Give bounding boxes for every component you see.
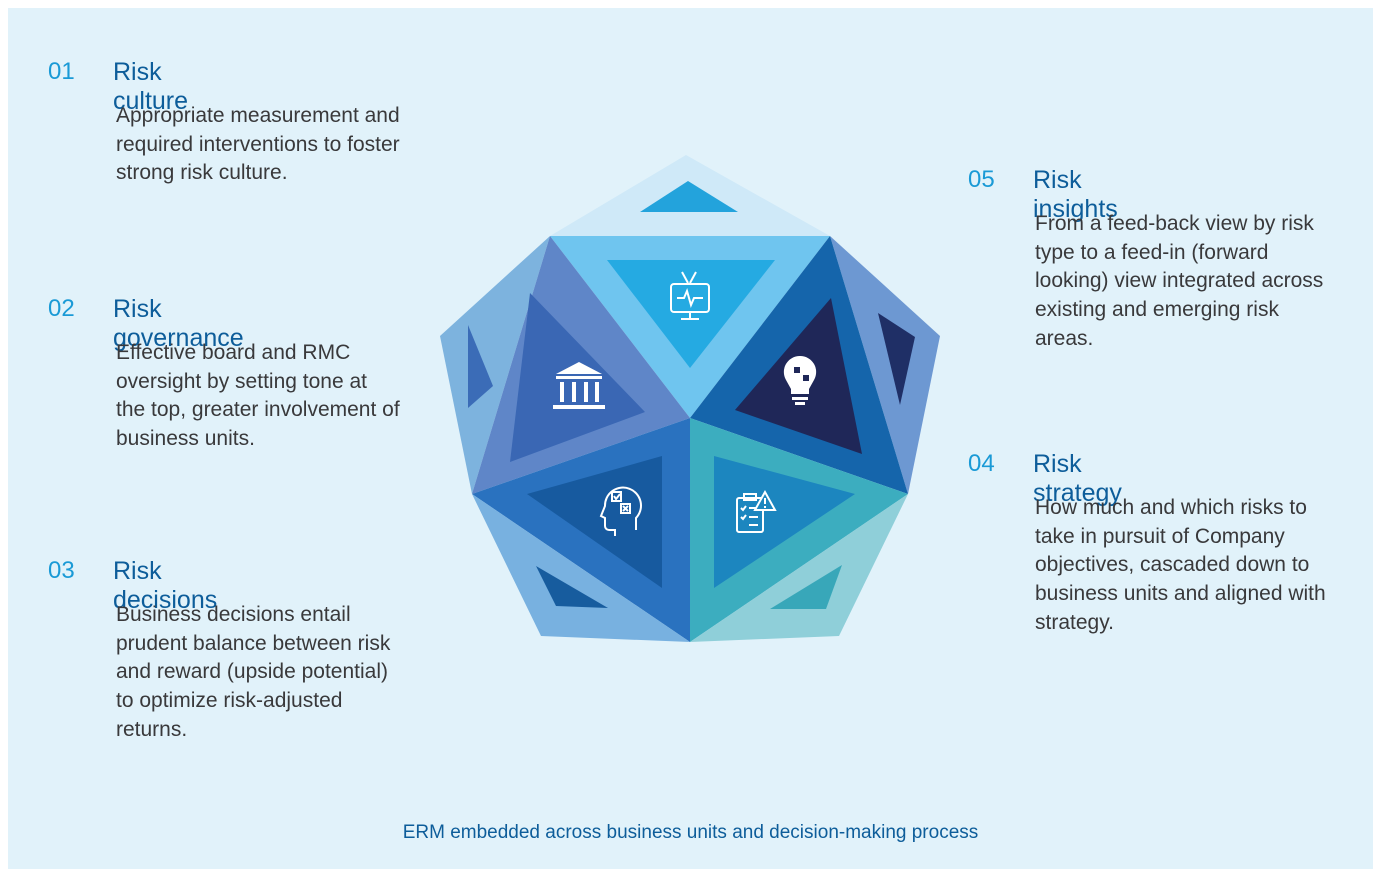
bottom-right-outer-face (690, 494, 908, 642)
bottom-right-inner-triangle (714, 456, 855, 588)
left-outer-face (440, 236, 550, 494)
item-title: Risk insights (1033, 166, 1118, 223)
footer-caption: ERM embedded across business units and d… (402, 822, 979, 843)
item-description: Effective board and RMC oversight by set… (116, 341, 400, 451)
monitor-pulse-icon (670, 271, 710, 320)
lightbulb-puzzle-icon (783, 355, 817, 405)
item-number: 05 (968, 166, 995, 193)
right-outer-triangle (878, 313, 915, 405)
head-checkbox-icon (599, 486, 642, 536)
item-title: Risk decisions (113, 557, 218, 614)
item-number: 01 (48, 58, 75, 85)
item-description: From a feed-back view by risk type to a … (1035, 212, 1324, 350)
clipboard-warning-icon (736, 489, 777, 533)
left-outer-triangle (468, 325, 493, 408)
item-number: 03 (48, 557, 75, 584)
bottom-left-outer-face (472, 494, 690, 642)
item-description: Business decisions entail prudent balanc… (116, 603, 391, 741)
bottom-right-outer-triangle (770, 565, 842, 609)
bank-building-icon (553, 362, 605, 409)
item-title: Risk strategy (1033, 450, 1122, 507)
top-cap-triangle (640, 181, 738, 212)
bottom-left-outer-triangle (536, 566, 608, 608)
item-description: How much and which risks to take in purs… (1035, 496, 1326, 634)
item-title: Risk culture (113, 58, 189, 115)
item-number: 02 (48, 295, 75, 322)
item-title: Risk governance (113, 295, 244, 352)
right-outer-face (830, 236, 940, 494)
item-description: Appropriate measurement and required int… (116, 104, 400, 185)
item-number: 04 (968, 450, 995, 477)
